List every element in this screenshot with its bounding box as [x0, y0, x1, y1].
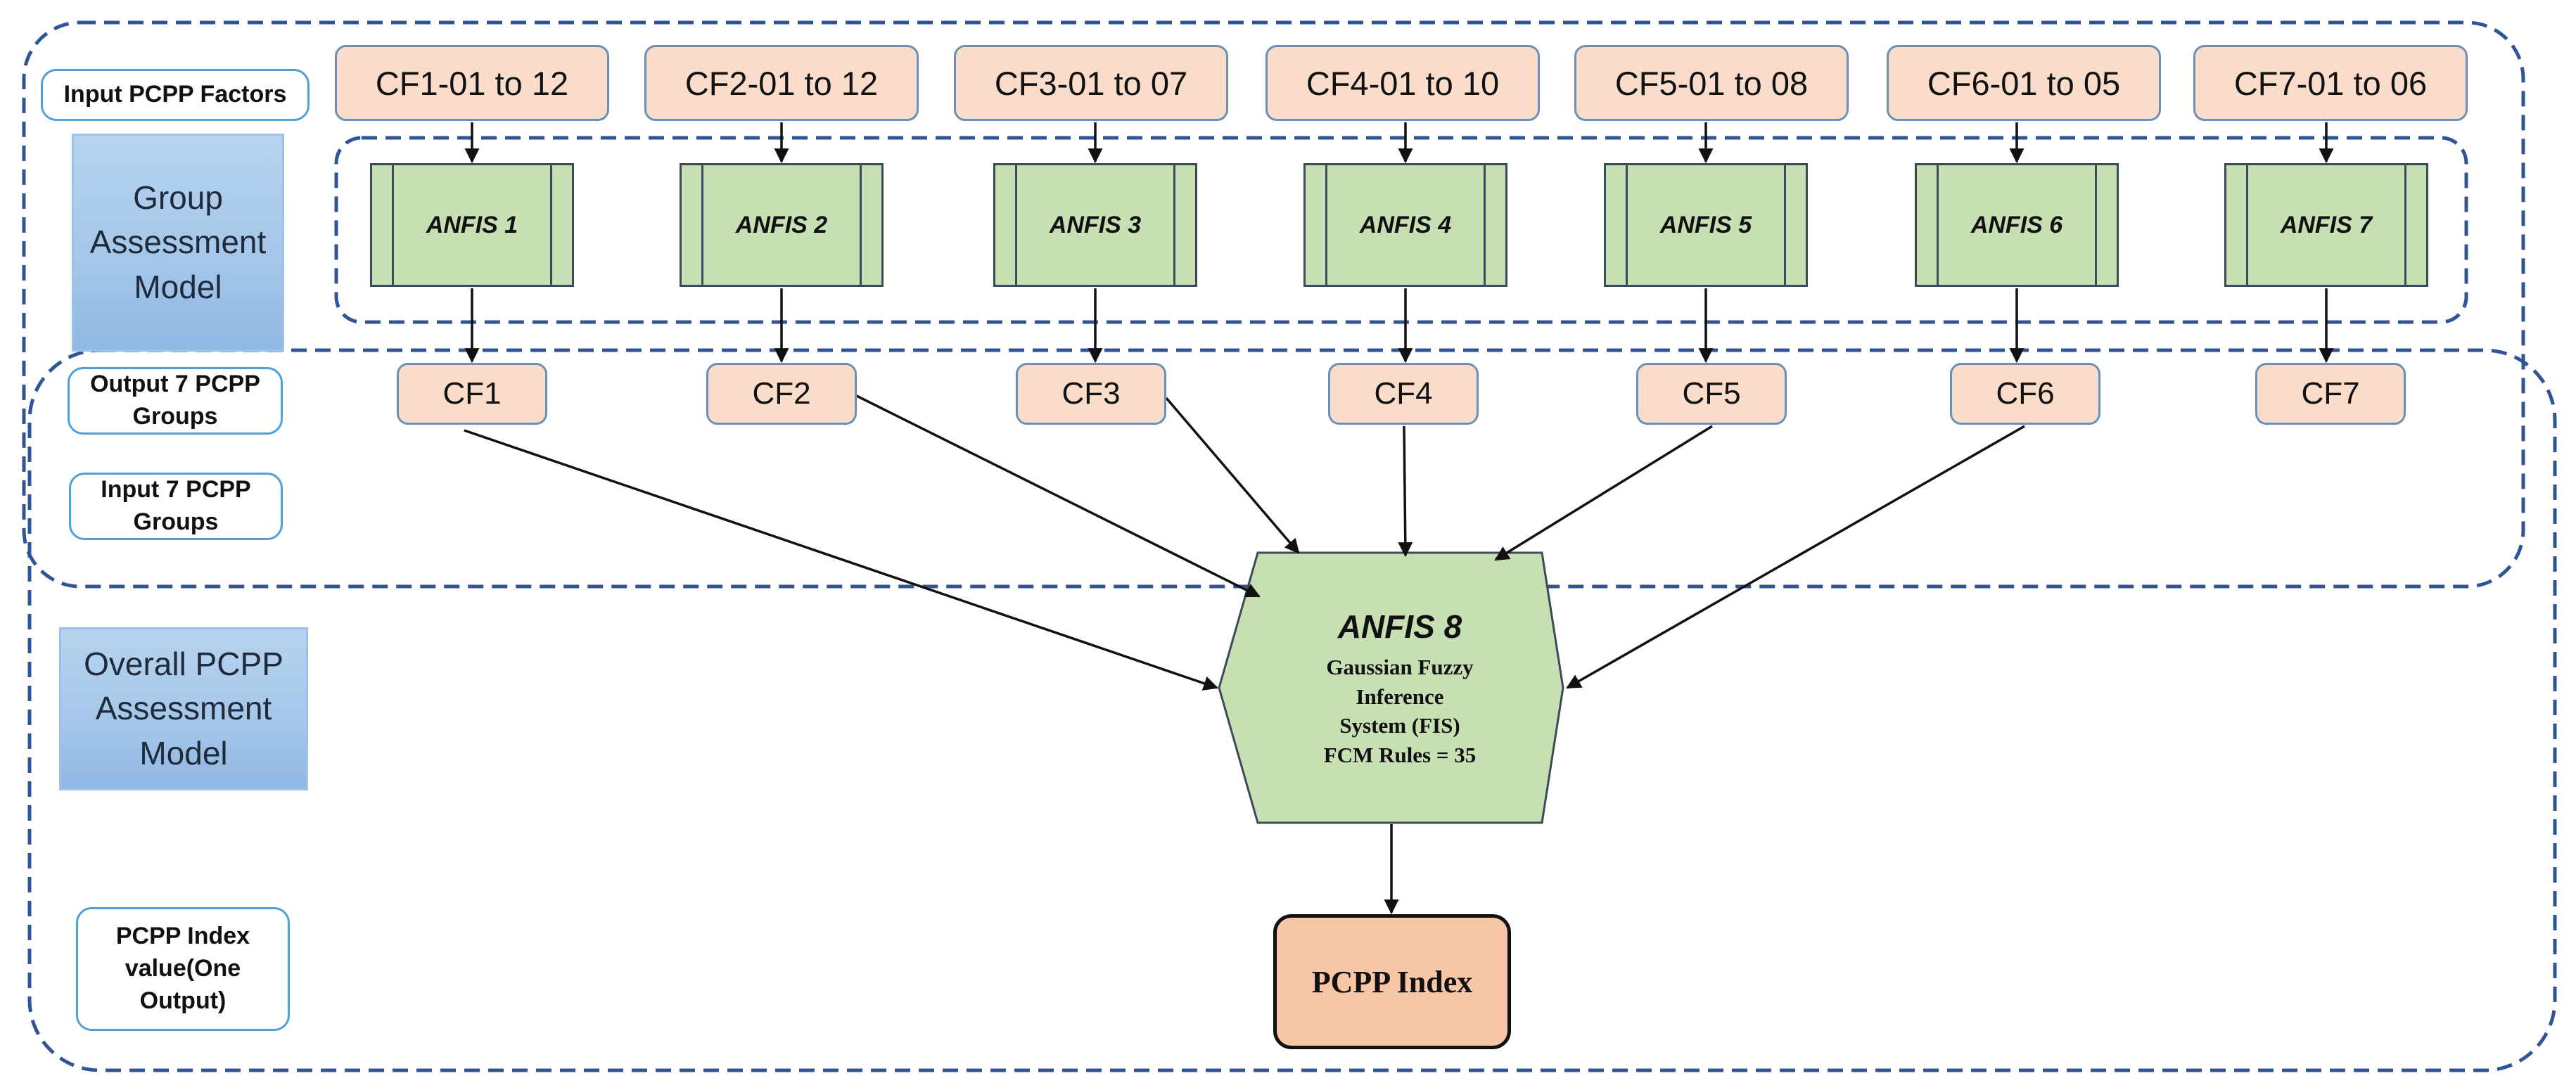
- pcpp-index-box: PCPP Index: [1273, 914, 1511, 1049]
- input-factors-label: Input PCPP Factors: [41, 69, 310, 121]
- overall-assessment-model-label: Overall PCPP Assessment Model: [59, 627, 308, 790]
- arrow-cf6-to-anfis8: [1566, 425, 2025, 689]
- arrow-cf3-to-anfis8: [1165, 397, 1300, 554]
- group-box-cf3: CF3: [1016, 363, 1166, 425]
- anfis-group-region: [334, 136, 2468, 324]
- arrow-cf5-to-anfis8: [1494, 425, 1713, 561]
- group-box-cf2: CF2: [706, 363, 857, 425]
- anfis8-line4: FCM Rules = 35: [1323, 743, 1477, 768]
- factor-box-cf4: CF4-01 to 10: [1265, 45, 1540, 121]
- group-assessment-model-label: Group Assessment Model: [72, 134, 284, 352]
- group-box-cf4: CF4: [1328, 363, 1479, 425]
- anfis8-text: ANFIS 8 Gaussian Fuzzy Inference System …: [1245, 606, 1555, 770]
- anfis8-line1: Gaussian Fuzzy: [1326, 654, 1474, 679]
- anfis8-line3: System (FIS): [1339, 713, 1460, 738]
- arrow-cf4-to-anfis8: [1398, 425, 1413, 558]
- anfis-box-2: ANFIS 2: [680, 163, 884, 287]
- anfis-box-6: ANFIS 6: [1915, 163, 2119, 287]
- factor-box-cf6: CF6-01 to 05: [1887, 45, 2161, 121]
- anfis-box-5: ANFIS 5: [1604, 163, 1808, 287]
- group-box-cf6: CF6: [1950, 363, 2100, 425]
- index-value-label: PCPP Index value(One Output): [76, 907, 290, 1031]
- anfis-box-3: ANFIS 3: [993, 163, 1197, 287]
- anfis8-title: ANFIS 8: [1337, 608, 1462, 645]
- anfis-box-4: ANFIS 4: [1303, 163, 1507, 287]
- group-box-cf1: CF1: [397, 363, 547, 425]
- arrow-cf2-to-anfis8: [855, 394, 1261, 598]
- group-box-cf5: CF5: [1636, 363, 1787, 425]
- anfis-box-1: ANFIS 1: [370, 163, 574, 287]
- anfis-box-7: ANFIS 7: [2224, 163, 2428, 287]
- group-box-cf7: CF7: [2255, 363, 2406, 425]
- factor-box-cf2: CF2-01 to 12: [644, 45, 919, 121]
- input-groups-label: Input 7 PCPP Groups: [69, 473, 283, 540]
- factor-box-cf3: CF3-01 to 07: [954, 45, 1228, 121]
- factor-box-cf1: CF1-01 to 12: [335, 45, 609, 121]
- output-groups-label: Output 7 PCPP Groups: [68, 367, 283, 435]
- arrow-cf1-to-anfis8: [464, 429, 1218, 691]
- overall-model-region: [27, 348, 2557, 1072]
- factor-box-cf7: CF7-01 to 06: [2193, 45, 2468, 121]
- arrows-group: [464, 122, 2334, 915]
- factor-box-cf5: CF5-01 to 08: [1574, 45, 1849, 121]
- anfis8-hexagon: [1218, 551, 1564, 824]
- anfis8-line2: Inference: [1356, 684, 1444, 709]
